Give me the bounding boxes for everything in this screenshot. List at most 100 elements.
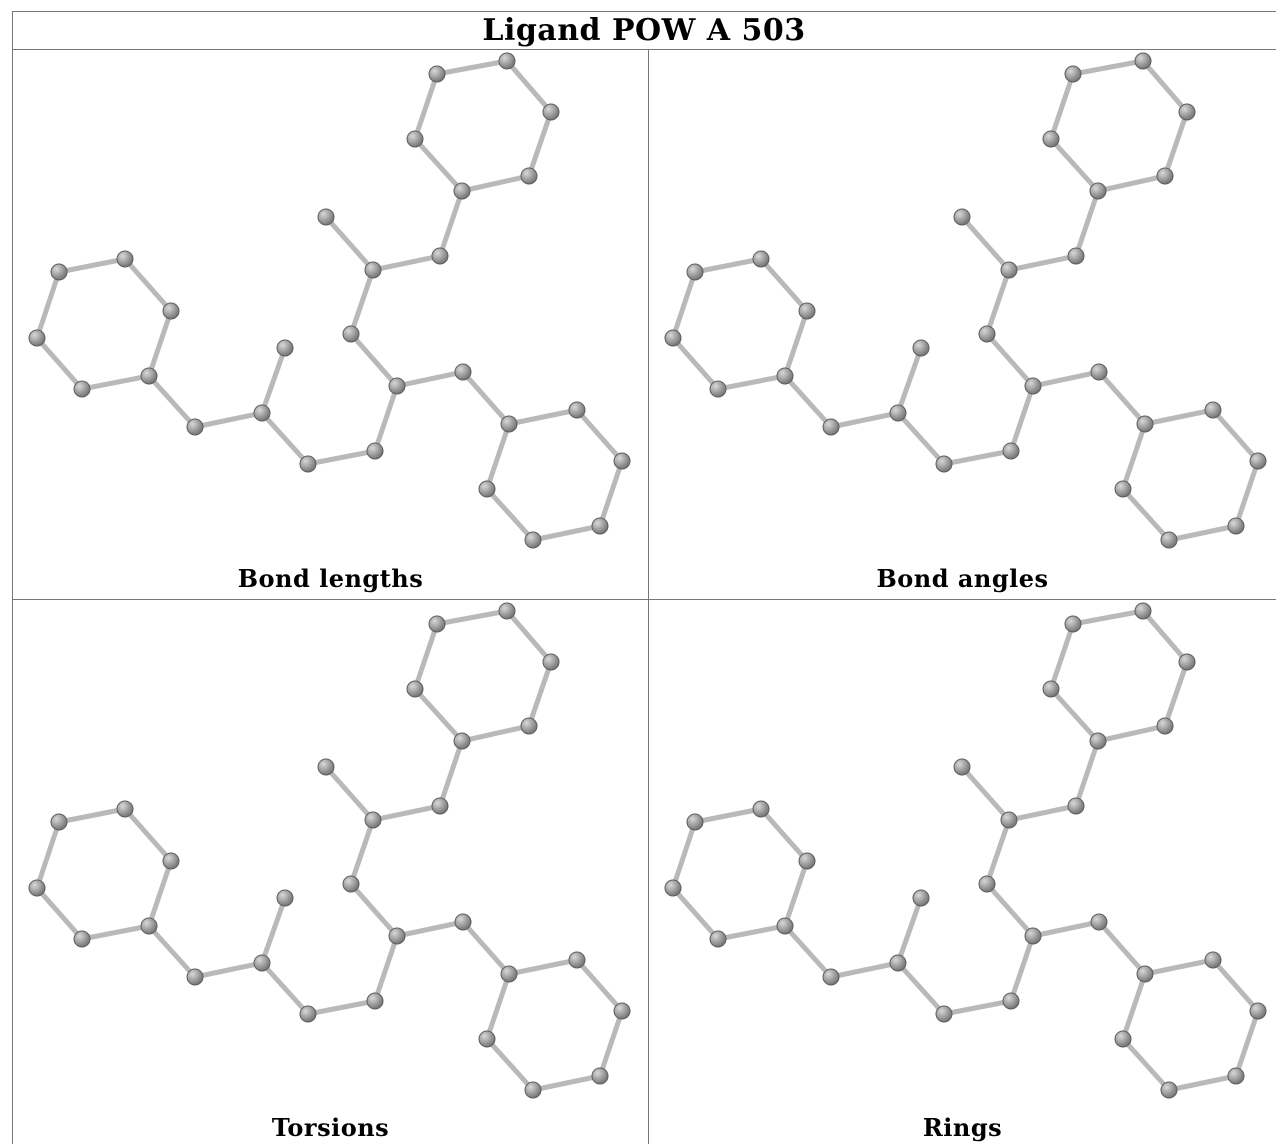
bond-3 [459, 723, 532, 744]
atom-7 [1000, 261, 1018, 279]
atom-16 [186, 418, 204, 436]
bond-18 [715, 923, 788, 942]
bond-25 [1142, 407, 1216, 427]
atom-3 [520, 167, 538, 185]
atom-24 [1204, 401, 1222, 419]
bond-23 [782, 308, 810, 379]
atom-0 [428, 65, 446, 83]
bond-28 [530, 1073, 603, 1093]
atom-15 [912, 339, 930, 357]
atom-21 [752, 800, 770, 818]
atom-23 [500, 965, 518, 983]
bond-12 [1008, 933, 1036, 1004]
bond-9 [348, 267, 376, 337]
atom-8 [317, 208, 335, 226]
atom-3 [1156, 167, 1174, 185]
bond-10 [348, 331, 400, 389]
bond-15 [895, 895, 924, 966]
atom-23 [1136, 965, 1154, 983]
atom-12 [366, 992, 384, 1010]
bond-15 [895, 345, 924, 416]
atom-14 [253, 954, 271, 972]
atom-11 [1090, 913, 1108, 931]
atom-14 [889, 404, 907, 422]
bond-8 [323, 764, 376, 823]
bond-22 [122, 806, 174, 864]
bond-20 [34, 819, 62, 891]
atom-13 [935, 455, 953, 473]
atom-10 [1024, 927, 1042, 945]
bond-13 [941, 998, 1014, 1017]
bond-13 [305, 998, 378, 1017]
atom-7 [1000, 811, 1018, 829]
atom-28 [478, 1030, 496, 1048]
atom-0 [1064, 615, 1082, 633]
atom-8 [953, 208, 971, 226]
atom-22 [162, 852, 180, 870]
atom-20 [686, 263, 704, 281]
bond-28 [530, 523, 603, 543]
panel-bond-angles: Bond angles [649, 50, 1276, 599]
bond-5 [412, 71, 440, 142]
bond-9 [984, 817, 1012, 887]
bond-27 [597, 1008, 625, 1079]
bond-9 [348, 817, 376, 887]
bond-27 [1233, 458, 1261, 529]
bond-19 [34, 885, 85, 942]
bond-14 [259, 960, 311, 1017]
bond-28 [1166, 523, 1239, 543]
atom-6 [1067, 247, 1085, 265]
bond-4 [1048, 136, 1101, 194]
bond-20 [670, 819, 698, 891]
bond-26 [1210, 407, 1261, 464]
molecule-diagram-torsions [28, 602, 631, 1099]
title-divider [12, 49, 1276, 50]
bond-11 [394, 369, 466, 389]
molecule-diagram-bond-lengths [28, 52, 631, 549]
bond-16 [192, 410, 265, 430]
atom-7 [364, 811, 382, 829]
atom-8 [953, 758, 971, 776]
atom-25 [1249, 1002, 1267, 1020]
atom-18 [709, 380, 727, 398]
bond-28 [1166, 1073, 1239, 1093]
atom-19 [28, 879, 46, 897]
atom-12 [366, 442, 384, 460]
bond-22 [122, 256, 174, 314]
bond-8 [959, 214, 1012, 273]
atom-2 [542, 653, 560, 671]
atom-4 [453, 182, 471, 200]
atom-0 [1064, 65, 1082, 83]
bond-22 [758, 256, 810, 314]
bond-4 [412, 686, 465, 744]
atom-22 [798, 852, 816, 870]
bond-14 [895, 960, 947, 1017]
bond-17 [146, 923, 198, 980]
panel-rings: Rings [649, 600, 1276, 1144]
atom-11 [454, 913, 472, 931]
atom-24 [568, 401, 586, 419]
bond-23 [146, 308, 174, 379]
bond-10 [984, 331, 1036, 389]
bond-8 [323, 214, 376, 273]
bond-10 [984, 881, 1036, 939]
bond-2 [1162, 659, 1190, 729]
bond-21 [692, 806, 764, 825]
atom-28 [478, 480, 496, 498]
panel-caption-bond-angles: Bond angles [876, 564, 1049, 593]
atom-28 [1114, 1030, 1132, 1048]
bond-30 [484, 421, 512, 492]
atom-26 [591, 517, 609, 535]
atom-1 [1134, 602, 1152, 620]
bond-22 [758, 806, 810, 864]
atom-3 [1156, 717, 1174, 735]
bond-7 [1006, 253, 1079, 273]
bond-15 [259, 895, 288, 966]
atom-20 [686, 813, 704, 831]
atom-11 [1090, 363, 1108, 381]
atom-19 [664, 329, 682, 347]
bond-19 [670, 335, 721, 392]
atom-6 [431, 797, 449, 815]
molecule-diagram-bond-angles [664, 52, 1267, 549]
bond-25 [506, 407, 580, 427]
